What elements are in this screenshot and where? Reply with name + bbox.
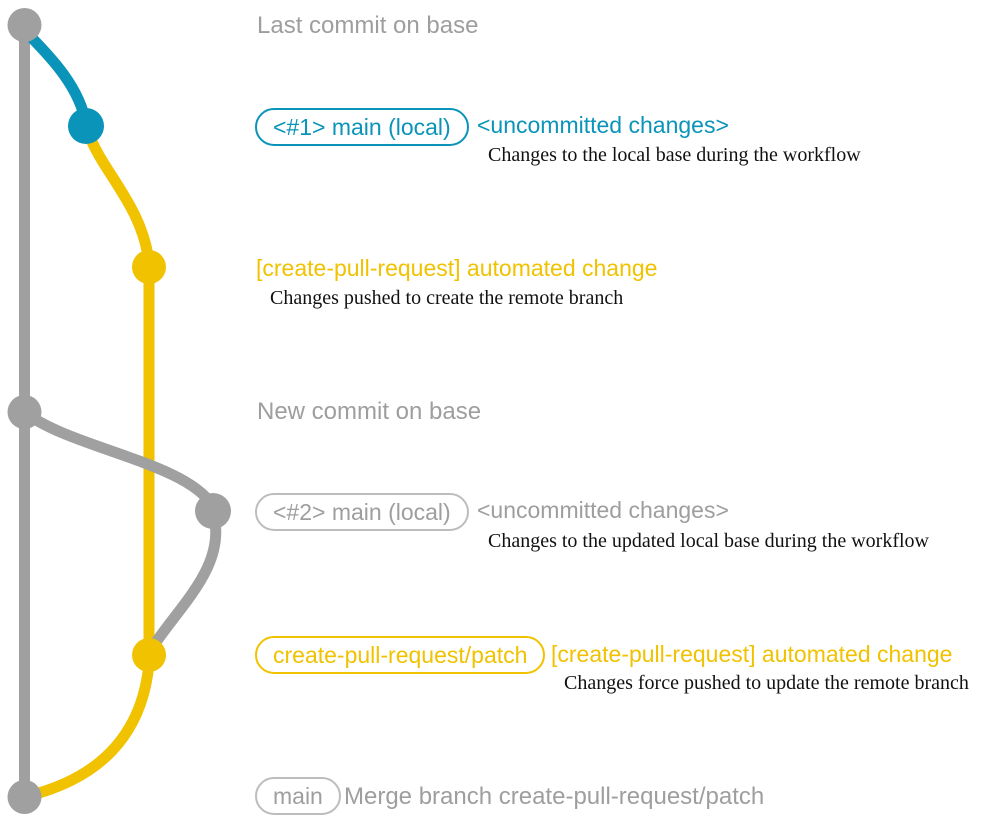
annotation-last-commit-on-base: Last commit on base: [257, 12, 479, 39]
branch-label-main-local-2: <#2> main (local): [255, 493, 469, 531]
base-to-local-segment: [19, 406, 218, 511]
branch-label-main-merged: main: [255, 777, 341, 815]
commit-dot-merge-commit: [7, 780, 42, 814]
caption-automated-change-2: Changes force pushed to update the remot…: [564, 672, 969, 694]
patch-branch-segment: [82, 126, 155, 268]
commit-dot-new-commit-on-base: [7, 395, 42, 429]
annotation-new-commit-on-base: New commit on base: [257, 398, 482, 425]
local-branch-segment: [20, 26, 92, 130]
commit-message-uncommitted-changes-2: <uncommitted changes>: [477, 497, 729, 523]
git-graph: [7, 8, 231, 814]
commit-dot-automated-change-1: [132, 250, 166, 284]
commit-message-merge-branch: Merge branch create-pull-request/patch: [344, 783, 765, 810]
commit-dot-uncommitted-changes-1: [68, 108, 104, 144]
caption-uncommitted-changes-2: Changes to the updated local base during…: [488, 530, 929, 552]
commit-dot-last-commit-on-base: [7, 8, 42, 42]
caption-automated-change-1: Changes pushed to create the remote bran…: [270, 287, 624, 309]
branch-label-create-pull-request-patch: create-pull-request/patch: [255, 636, 546, 674]
commit-message-automated-change-2: [create-pull-request] automated change: [551, 641, 953, 667]
patch-merge-segment: [22, 658, 155, 802]
caption-uncommitted-changes-1: Changes to the local base during the wor…: [488, 144, 861, 166]
commit-dot-uncommitted-changes-2: [195, 493, 231, 529]
commit-dot-automated-change-2: [132, 638, 166, 672]
local-to-patch-segment: [146, 506, 222, 654]
commit-message-uncommitted-changes-1: <uncommitted changes>: [477, 112, 729, 138]
commit-message-automated-change-1: [create-pull-request] automated change: [256, 255, 658, 281]
branch-label-main-local-1: <#1> main (local): [255, 108, 469, 146]
